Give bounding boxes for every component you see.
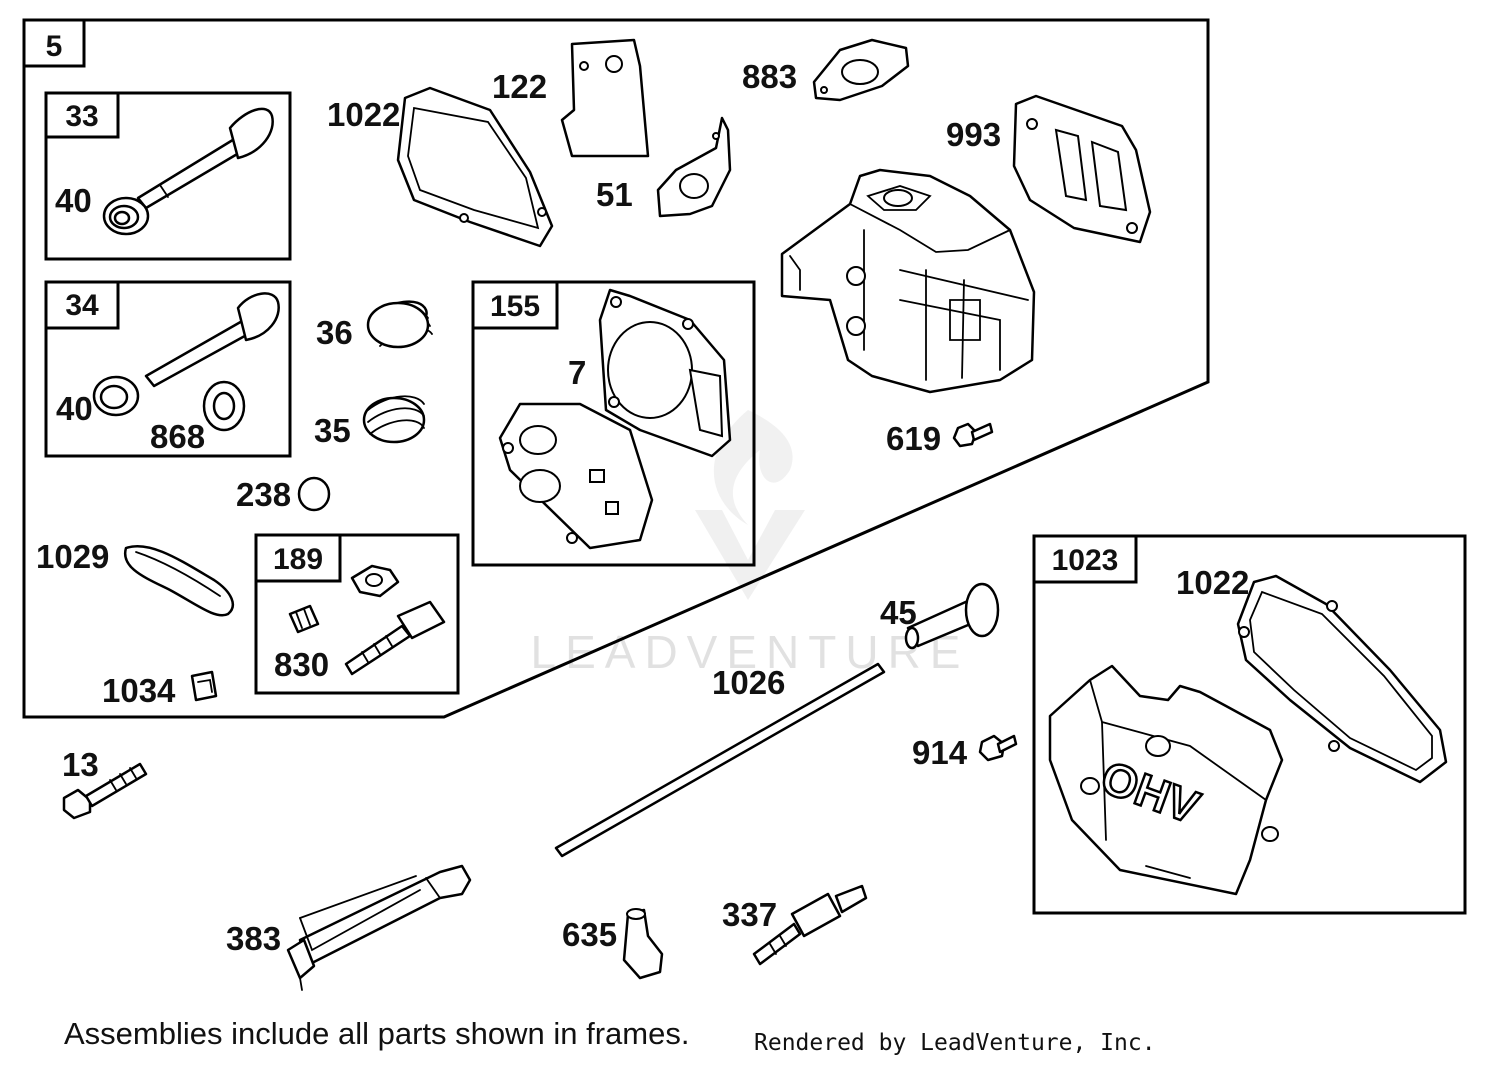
valve-spring-illustration-35 [362,395,426,444]
frame-1023-border [1032,534,1467,915]
insulator-gasket-illustration [812,38,910,102]
label-914: 914 [912,734,968,771]
assemblies-footnote: Assemblies include all parts shown in fr… [64,1016,690,1051]
bolt-619-illustration [952,422,994,448]
label-40-exhaust: 40 [56,390,93,427]
frame-189-tab [254,533,342,583]
label-35: 35 [314,412,351,449]
push-rod-illustration [554,662,886,858]
wrench-illustration [286,864,472,991]
label-45: 45 [880,594,917,631]
watermark-text: LEADVENTURE [531,626,970,678]
nut-illustration [350,564,400,598]
tappet-illustration [904,582,1000,650]
leadventure-watermark: LEADVENTURE [531,410,970,678]
label-883: 883 [742,58,797,95]
frame-5-number: 5 [46,30,63,63]
carb-gasket-illustration [656,116,732,218]
render-credit: Rendered by LeadVenture, Inc. [754,1030,1156,1056]
cap-illustration [297,476,331,512]
frame-34-tab [44,280,120,330]
frame-33-tab [44,91,120,139]
frame-155-border [471,280,756,567]
frame-155-tab [471,280,559,330]
exhaust-valve-illustration [144,292,280,388]
valve-spring-illustration-36 [366,300,433,349]
valve-cover-gasket-illustration [396,86,554,248]
label-7: 7 [568,354,586,391]
label-830: 830 [274,646,329,683]
head-gasket-illustration [598,288,732,458]
label-993: 993 [946,116,1001,153]
frame-33-number: 33 [65,100,98,133]
spark-plug-boot-illustration [622,908,664,980]
intake-valve-illustration [136,107,274,210]
label-122: 122 [492,68,547,105]
label-51: 51 [596,176,633,213]
valve-keeper-illustration-b [92,375,140,417]
plate-illustration [560,38,650,158]
label-40-intake: 40 [55,182,92,219]
head-bolt-illustration [62,762,148,820]
clip-illustration [190,670,218,702]
frame-5-tab [22,18,86,68]
intake-gasket-illustration [498,402,654,550]
cylinder-head-illustration [780,168,1036,394]
frame-34-number: 34 [65,289,99,322]
label-1022-cover: 1022 [1176,564,1249,601]
frame-5-border [22,18,1210,719]
label-238: 238 [236,476,291,513]
frame-1023-number: 1023 [1052,544,1119,577]
rocker-arm-illustration [123,544,234,617]
label-1034: 1034 [102,672,176,709]
cover-gasket-illustration [1236,574,1448,784]
label-36: 36 [316,314,353,351]
label-383: 383 [226,920,281,957]
label-619: 619 [886,420,941,457]
label-13: 13 [62,746,99,783]
bolt-914-illustration [978,734,1018,762]
label-1026: 1026 [712,664,785,701]
valve-keeper-illustration-a [102,196,150,236]
valve-seal-illustration [202,380,246,432]
frame-33-border [44,91,292,261]
rocker-stud-illustration [344,600,446,676]
frame-189-number: 189 [273,543,323,576]
label-1022-head: 1022 [327,96,400,133]
valve-cover-illustration: OHV [1048,664,1284,896]
exhaust-gasket-illustration [1012,94,1152,244]
frame-1023-tab [1032,534,1138,584]
setscrew-illustration [288,604,320,634]
frame-34-border [44,280,292,458]
label-1029: 1029 [36,538,109,575]
label-868: 868 [150,418,205,455]
frame-189-border [254,533,460,695]
label-635: 635 [562,916,617,953]
label-337: 337 [722,896,777,933]
frame-155-number: 155 [490,290,540,323]
spark-plug-illustration [752,884,868,966]
